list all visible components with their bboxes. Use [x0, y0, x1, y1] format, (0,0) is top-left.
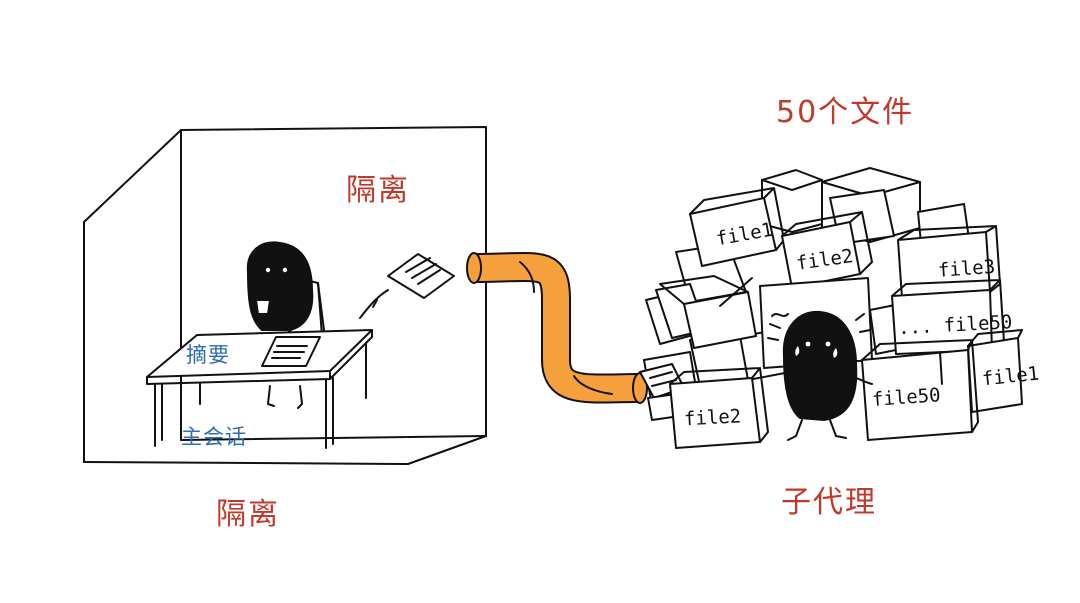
main-session-character [248, 242, 312, 408]
main-session-label: 主会话 [181, 427, 247, 448]
flying-paper [360, 254, 454, 318]
file1-right-label: file1 [981, 363, 1040, 391]
file50-stack-label: ... file50 [897, 311, 1012, 339]
isolation-label-top: 隔离 [346, 176, 410, 206]
subagent-label: 子代理 [781, 488, 877, 518]
orange-pipe [467, 253, 647, 403]
summary-label: 摘要 [186, 345, 230, 366]
file3-label: file3 [937, 256, 996, 282]
file2-front-label: file2 [683, 405, 741, 430]
file-count-label: 50个文件 [776, 98, 914, 128]
box-file3: file3 [898, 226, 1000, 298]
box-file50-held: file50 [862, 340, 978, 440]
isolation-label-bottom: 隔离 [216, 500, 280, 530]
